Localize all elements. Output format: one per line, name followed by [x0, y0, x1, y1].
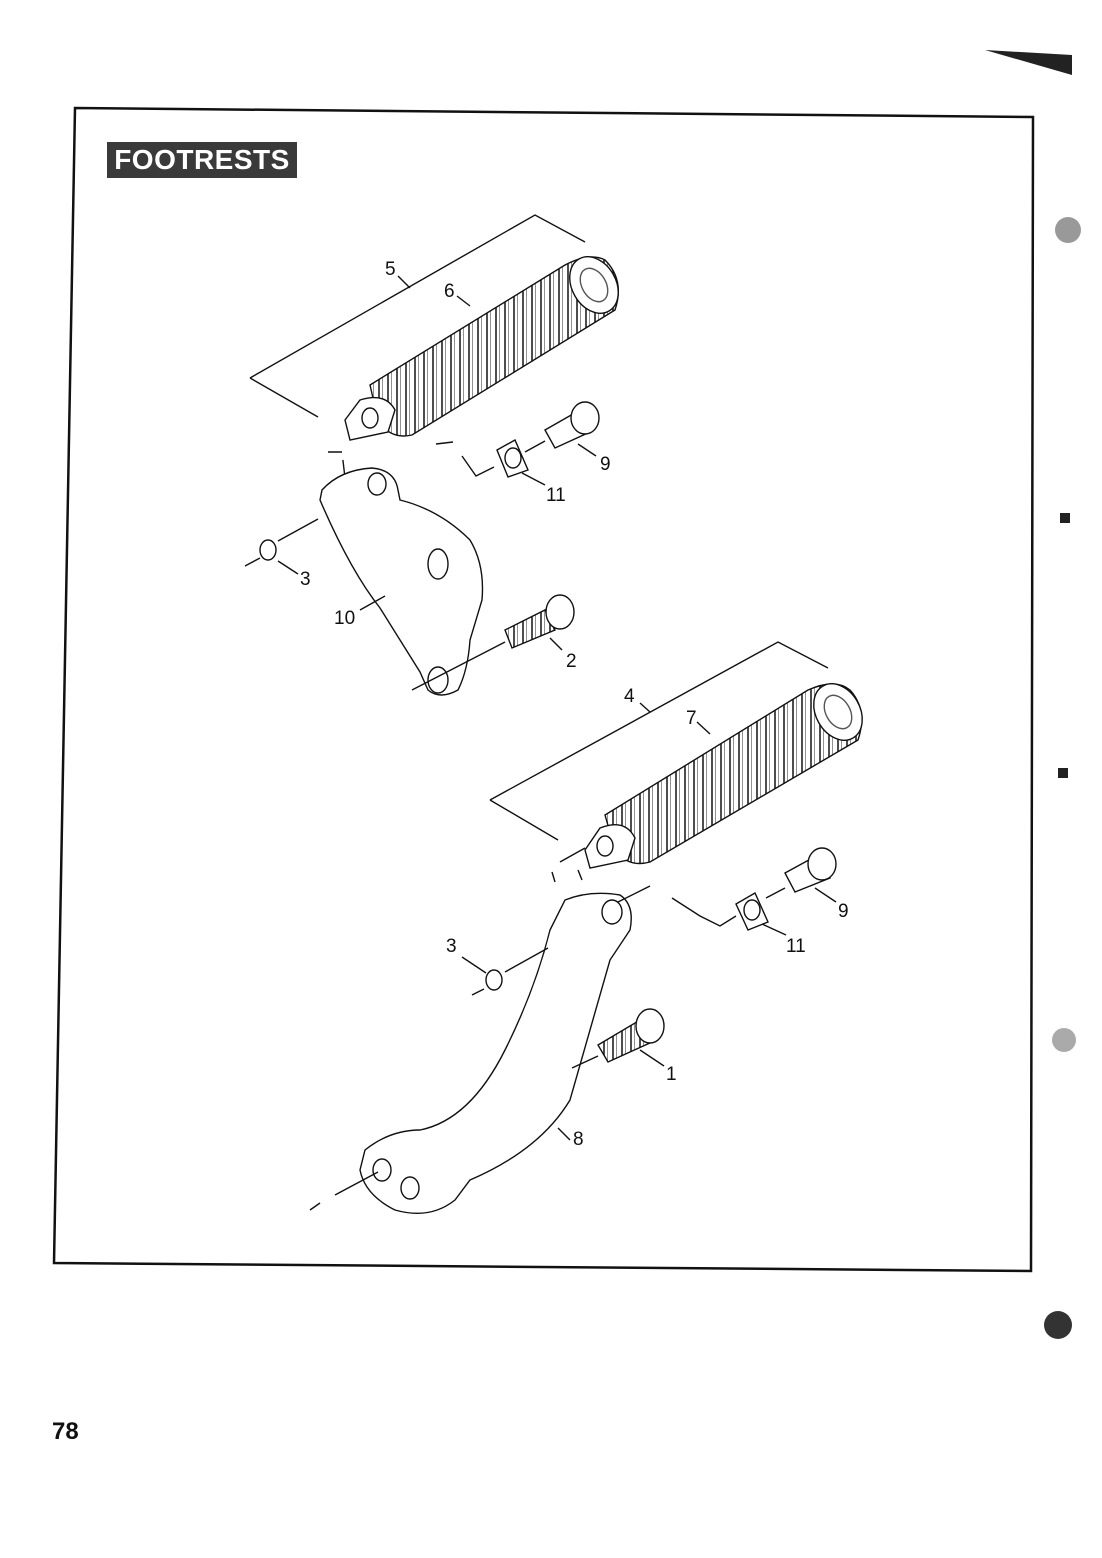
upper-washer: [496, 439, 546, 486]
binder-edge-marks: [985, 50, 1081, 1339]
callout-10: 10: [334, 608, 355, 629]
callout-5: 5: [385, 259, 396, 280]
callout-2: 2: [566, 651, 577, 672]
page-number: 78: [52, 1418, 79, 1445]
lower-footpeg-rubber: [604, 683, 863, 865]
callout-labels: 5 6 9 11 3 10 2 4 7 9 11 3 1 8: [300, 259, 849, 1150]
upper-retaining-ring: [244, 518, 319, 575]
section-title: FOOTRESTS: [107, 142, 297, 178]
callout-9b: 9: [838, 901, 849, 922]
callout-9: 9: [600, 454, 611, 475]
upper-bracket: [319, 467, 484, 696]
callout-8: 8: [573, 1129, 584, 1150]
callout-1: 1: [666, 1064, 677, 1085]
lower-retaining-ring: [461, 947, 549, 996]
upper-footpeg-assembly: [244, 214, 619, 696]
upper-pin: [524, 401, 600, 457]
callout-3: 3: [300, 569, 311, 590]
callout-3b: 3: [446, 936, 457, 957]
callout-4: 4: [624, 686, 635, 707]
upper-footpeg-rubber: [369, 256, 619, 437]
callout-7: 7: [686, 708, 697, 729]
callout-6: 6: [444, 281, 455, 302]
upper-bracket-screw: [411, 594, 575, 691]
callout-11b: 11: [786, 936, 806, 957]
lower-bracket-screw: [571, 1008, 665, 1069]
lower-washer: [735, 892, 787, 936]
lower-pin: [765, 847, 837, 903]
lower-footpeg-assembly: [309, 641, 863, 1215]
lower-bracket: [359, 892, 632, 1215]
callout-11: 11: [546, 485, 566, 506]
diagram-frame: [52, 106, 1035, 1273]
